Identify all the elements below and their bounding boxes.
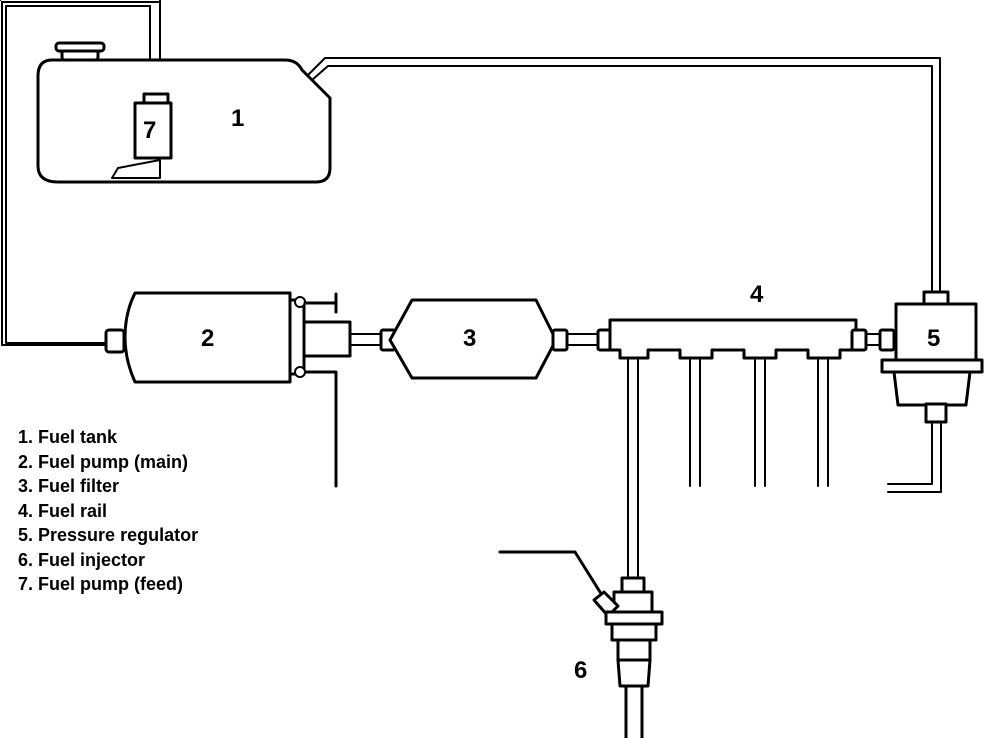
component-legend: 1. Fuel tank 2. Fuel pump (main) 3. Fuel… xyxy=(18,425,198,597)
feed-pump: 7 xyxy=(111,92,173,179)
legend-item: 4. Fuel rail xyxy=(18,500,108,521)
fuel-injector: 6 xyxy=(498,550,664,738)
legend-item: 7. Fuel pump (feed) xyxy=(18,574,184,594)
injector-number-label: 6 xyxy=(574,657,587,684)
regulator-number-label: 5 xyxy=(927,325,940,352)
main-pump-number-label: 2 xyxy=(201,325,214,352)
return-line-regulator-to-tank xyxy=(307,57,941,293)
pressure-regulator: 5 xyxy=(878,290,984,424)
legend-item: 1. Fuel tank xyxy=(18,427,118,447)
rail-number-label: 4 xyxy=(750,281,764,308)
tank-number-label: 1 xyxy=(231,105,244,132)
fuel-rail: 4 xyxy=(596,281,868,360)
main-pump-wire xyxy=(303,370,338,488)
legend-item: 2. Fuel pump (main) xyxy=(18,451,189,472)
feed-pump-number-label: 7 xyxy=(143,117,156,144)
legend-item: 3. Fuel filter xyxy=(18,476,120,496)
main-fuel-pump: 2 xyxy=(104,291,352,384)
legend-item: 6. Fuel injector xyxy=(18,549,146,570)
fuel-filter: 3 xyxy=(379,298,569,380)
filter-number-label: 3 xyxy=(463,325,476,352)
rail-injector-lines xyxy=(627,359,829,579)
fuel-tank: 1 xyxy=(36,41,332,184)
legend-item: 5. Pressure regulator xyxy=(18,525,199,545)
regulator-outlet-line xyxy=(887,419,942,493)
